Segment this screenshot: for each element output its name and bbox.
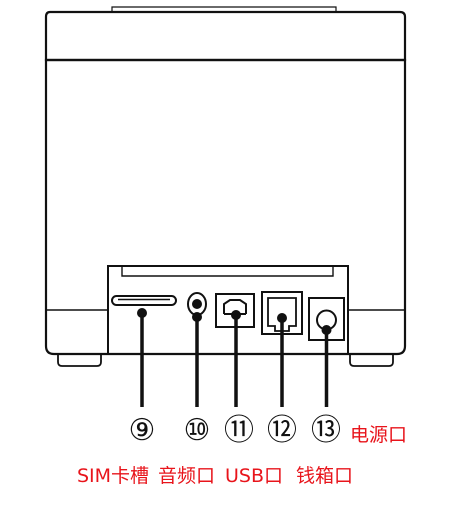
audio-jack bbox=[187, 292, 207, 316]
usb-port-label: USB口 bbox=[225, 465, 283, 487]
callout-11: ⑪ bbox=[224, 413, 254, 448]
port-recess bbox=[107, 265, 349, 354]
printer-body bbox=[44, 6, 407, 367]
lid-top-strip bbox=[111, 6, 337, 12]
audio-port-label: 音频口 bbox=[158, 465, 215, 487]
cash-drawer-port-label: 钱箱口 bbox=[296, 465, 353, 487]
callout-numbers: ⑨ ⑩ ⑪ ⑫ ⑬ bbox=[129, 413, 341, 448]
main-body bbox=[44, 58, 407, 356]
callout-10: ⑩ bbox=[184, 413, 211, 448]
port-recess-lip bbox=[121, 266, 334, 277]
sim-slot-label: SIM卡槽 bbox=[77, 465, 149, 487]
power-port-label: 电源口 bbox=[350, 424, 407, 446]
port-panel bbox=[107, 265, 349, 354]
callout-9: ⑨ bbox=[129, 413, 156, 448]
sim-slot bbox=[111, 295, 177, 306]
port-label-row: SIM卡槽 音频口 USB口 钱箱口 bbox=[77, 465, 353, 487]
foot-left bbox=[57, 354, 102, 367]
callout-12: ⑫ bbox=[267, 413, 297, 448]
callout-13: ⑬ bbox=[311, 413, 341, 448]
foot-right bbox=[349, 354, 394, 367]
top-cover bbox=[44, 10, 407, 62]
leader-lines bbox=[137, 308, 332, 407]
